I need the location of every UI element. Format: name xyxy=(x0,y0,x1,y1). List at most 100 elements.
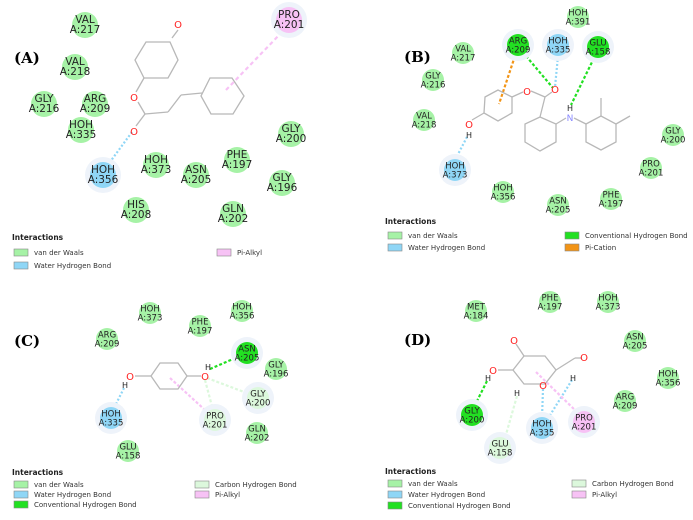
residue-name: HOH xyxy=(598,294,617,304)
residue-circle xyxy=(143,152,169,178)
ligand-molecule-a: O O O xyxy=(130,20,245,138)
residue-circle xyxy=(547,194,569,216)
legend-item-water-hydrogen-bond: Water Hydrogen Bond xyxy=(13,261,111,270)
residue-circle xyxy=(224,147,250,173)
legend-title: Interactions xyxy=(385,467,437,476)
residue-circle xyxy=(600,188,622,210)
hydrogen-atom: H xyxy=(122,381,128,390)
legend-item-water-hydrogen-bond: Water Hydrogen Bond xyxy=(387,243,485,252)
residue-id: A:335 xyxy=(546,46,571,56)
legend-label: van der Waals xyxy=(34,249,84,257)
residue-name: MET xyxy=(467,303,486,313)
oxygen-atom: O xyxy=(465,120,473,131)
nitrogen-atom: N xyxy=(567,114,574,124)
legend-swatch xyxy=(387,231,403,240)
residue-name: GLY xyxy=(425,72,441,82)
residue-name: HOH xyxy=(445,162,464,172)
hydrogen-atom: H xyxy=(570,374,576,383)
legend-item-pi-cation: Pi-Cation xyxy=(564,243,616,252)
legend-swatch xyxy=(387,501,403,510)
water-hbond-line xyxy=(553,55,560,88)
oxygen-atom: O xyxy=(130,93,138,104)
residue-circle xyxy=(573,411,595,433)
residue-id: A:391 xyxy=(566,18,591,28)
residue-circle xyxy=(220,201,246,227)
legend-label: Conventional Hydrogen Bond xyxy=(408,502,511,510)
legend-swatch xyxy=(13,490,29,499)
legend-label: van der Waals xyxy=(34,481,84,489)
residue-name: VAL xyxy=(65,56,85,68)
conv-hbond-line xyxy=(570,57,595,106)
legend-swatch xyxy=(194,480,210,489)
residue-circle xyxy=(614,390,636,412)
legend-label: Water Hydrogen Bond xyxy=(34,491,111,499)
residue-name: HOH xyxy=(548,37,567,47)
residue-circle xyxy=(539,291,561,313)
ligand-molecule-d: O O H O O H H xyxy=(485,336,588,398)
oxygen-atom: O xyxy=(489,366,497,377)
residue-id: A:196 xyxy=(267,182,298,194)
residue-id: A:335 xyxy=(530,429,555,439)
legend-item-pi-alkyl: Pi-Alkyl xyxy=(571,490,617,499)
residue-name: HOH xyxy=(232,303,251,313)
legend-item-conventional-hydrogen-bond: Conventional Hydrogen Bond xyxy=(387,501,511,510)
residue-id: A:201 xyxy=(203,421,228,431)
oxygen-atom: O xyxy=(130,127,138,138)
residue-id: A:202 xyxy=(245,434,270,444)
residue-name: PHE xyxy=(603,191,620,201)
legend-swatch xyxy=(13,248,29,257)
legend-swatch xyxy=(387,243,403,252)
oxygen-atom: O xyxy=(201,372,209,383)
residue-name: GLU xyxy=(119,443,136,453)
residue-name: ARG xyxy=(509,37,527,47)
residue-id: A:200 xyxy=(460,416,485,426)
residue-circle xyxy=(444,159,466,181)
residue-id: A:216 xyxy=(29,103,60,115)
legend-item-water-hydrogen-bond: Water Hydrogen Bond xyxy=(13,490,111,499)
residue-circle xyxy=(489,437,511,459)
residue-circle xyxy=(117,440,139,462)
legend-label: Pi-Cation xyxy=(585,244,616,252)
residue-circle xyxy=(640,157,662,179)
legend-swatch xyxy=(13,261,29,270)
residue-id: A:201 xyxy=(572,423,597,433)
residue-id: A:373 xyxy=(443,171,468,181)
residue-circle xyxy=(31,91,57,117)
legend-item-conventional-hydrogen-bond: Conventional Hydrogen Bond xyxy=(564,231,688,240)
residue-name: VAL xyxy=(455,45,471,55)
residue-id: A:158 xyxy=(116,452,141,462)
residue-circle xyxy=(422,69,444,91)
panel-labels: (A) (B) (C) (D) xyxy=(14,48,431,350)
residue-name: VAL xyxy=(416,112,432,122)
pi-alkyl-line xyxy=(169,377,206,411)
oxygen-atom: O xyxy=(523,87,531,98)
residue-circle xyxy=(62,54,88,80)
legend-item-carbon-hydrogen-bond: Carbon Hydrogen Bond xyxy=(194,480,297,489)
residue-name: HOH xyxy=(568,9,587,19)
pi-cation-line xyxy=(497,55,517,105)
residue-circle xyxy=(90,162,116,188)
residue-name: GLU xyxy=(491,440,508,450)
residue-id: A:205 xyxy=(235,354,260,364)
residue-name: ASN xyxy=(626,333,644,343)
